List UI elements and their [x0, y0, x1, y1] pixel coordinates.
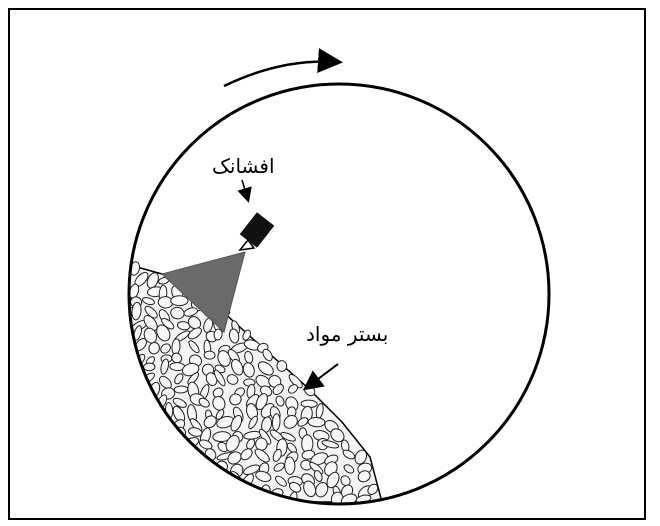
bed-particle: [234, 482, 244, 498]
bed-particle: [134, 438, 149, 453]
bed-particle: [162, 471, 170, 485]
bed-particle: [127, 392, 146, 406]
bed-particle: [117, 431, 131, 443]
bed-particle: [155, 428, 171, 438]
bed-particle: [189, 458, 203, 475]
bed-particle: [185, 494, 199, 506]
bed-particle: [158, 461, 172, 472]
bed-particle: [199, 471, 209, 490]
bed-particle: [159, 442, 171, 456]
bed-particle: [169, 464, 188, 477]
nozzle-pointer-arrow-icon: [242, 180, 248, 200]
rotation-arrow-icon: [224, 62, 338, 87]
bed-particle: [165, 492, 176, 509]
bed-particle: [120, 367, 132, 378]
bed-particle: [308, 417, 325, 427]
bed-particle: [130, 496, 148, 504]
bed-particle: [284, 457, 295, 475]
bed-particle: [130, 385, 145, 401]
bed-particle: [302, 435, 313, 453]
bed-particle: [120, 333, 131, 339]
rotating-drum-diagram: [10, 10, 648, 522]
bed-particle: [144, 448, 159, 463]
bed-particle: [174, 386, 188, 393]
bed-particle: [241, 487, 252, 496]
bed-particle: [210, 474, 227, 490]
bed-particle: [173, 484, 187, 499]
bed-particle: [171, 296, 188, 306]
bed-particle: [220, 493, 226, 510]
bed-particle: [175, 452, 189, 461]
nozzle: [240, 212, 275, 250]
bed-particle: [215, 483, 232, 494]
bed-particle: [195, 494, 215, 510]
bed-particle: [143, 363, 155, 371]
bed-particle: [144, 472, 160, 482]
bed-particle: [198, 480, 215, 496]
bed-particle: [277, 360, 288, 371]
material-bed: [114, 261, 382, 510]
bed-particle: [120, 482, 133, 495]
nozzle-label: افشانک: [212, 154, 275, 178]
bed-particle: [149, 419, 161, 434]
bed-particle: [184, 484, 197, 500]
bed-particle: [204, 351, 215, 359]
bed-label: بستر مواد: [306, 322, 388, 346]
bed-particle: [120, 372, 134, 389]
bed-particle: [120, 439, 134, 449]
bed-particle: [142, 458, 156, 475]
bed-particle: [132, 421, 150, 429]
bed-particle: [120, 384, 133, 401]
bed-particle: [148, 485, 163, 501]
bed-particle: [130, 482, 143, 501]
bed-particle: [146, 488, 165, 507]
bed-particle: [148, 442, 161, 452]
bed-particle: [134, 429, 146, 445]
bed-pointer-arrow-icon: [306, 364, 338, 388]
bed-particle: [116, 399, 134, 408]
bed-particle: [184, 468, 196, 485]
bed-particle: [127, 473, 141, 488]
bed-particle: [161, 479, 173, 495]
bed-particle: [159, 450, 175, 466]
bed-particle: [142, 426, 156, 440]
bed-particle: [147, 403, 158, 416]
bed-particle: [243, 490, 255, 509]
bed-particle: [130, 409, 142, 422]
diagram-frame: افشانک بستر مواد: [8, 8, 646, 520]
bed-particle: [114, 461, 132, 480]
bed-particle: [175, 469, 186, 487]
bed-particle: [134, 463, 149, 474]
bed-particle: [131, 449, 146, 463]
